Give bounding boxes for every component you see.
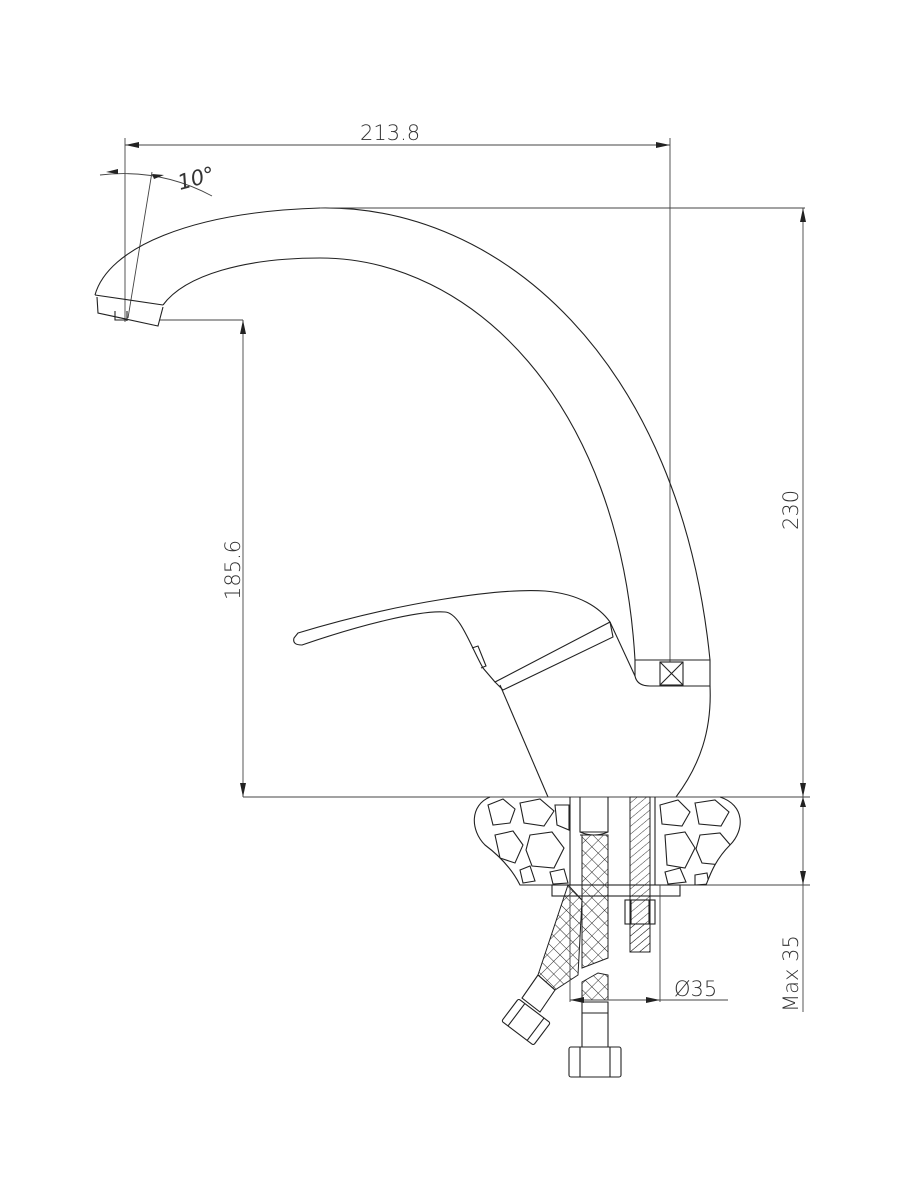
angle-label: 10° (175, 162, 217, 195)
angle-dimension: 10° (99, 162, 217, 319)
faucet-body (499, 621, 711, 798)
width-label: 213.8 (360, 121, 420, 145)
lever-handle (293, 590, 614, 691)
diameter-dimension: Ø35 (569, 885, 728, 1003)
spout (94, 207, 805, 661)
max-counter-label: Max 35 (779, 935, 803, 1012)
total-height-dimension: 230 Max 35 (243, 208, 810, 1012)
width-dimension: 213.8 (124, 121, 671, 662)
countertop-section (473, 796, 741, 897)
spout-height-dimension: 185.6 (221, 320, 246, 797)
total-height-label: 230 (779, 490, 803, 530)
straight-hose (568, 797, 622, 1078)
spout-height-label: 185.6 (221, 540, 245, 600)
spout-collar (634, 659, 711, 687)
angled-hose (501, 884, 583, 1045)
mounting-stud (624, 796, 656, 953)
diameter-label: Ø35 (674, 977, 717, 1001)
